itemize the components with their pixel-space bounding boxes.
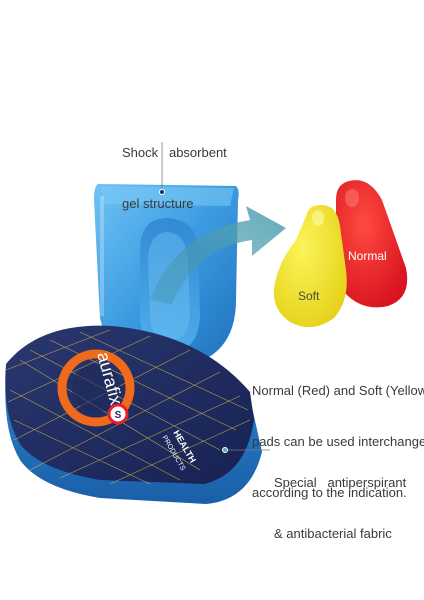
gel-callout-line1: Shock absorbent — [122, 145, 227, 160]
printed-insole: S aurafix HEALTH PRODUCTS — [5, 325, 262, 504]
soft-gel-pad — [273, 204, 347, 328]
gel-structure-callout: Shock absorbent gel structure — [122, 110, 227, 246]
fabric-callout-leader — [222, 447, 270, 453]
fabric-callout-line1: Special antiperspirant — [274, 475, 407, 490]
size-badge: S — [115, 410, 122, 421]
pads-callout: Normal (Red) and Soft (Yellow) gel pads … — [252, 348, 424, 535]
fabric-callout: Special antiperspirant & antibacterial f… — [274, 440, 406, 576]
pads-callout-line3: according to the indication. — [252, 485, 407, 500]
fabric-callout-line2: & antibacterial fabric — [274, 526, 392, 541]
brand-ring — [57, 349, 135, 427]
normal-gel-pad — [335, 180, 408, 308]
gel-callout-line2: gel structure — [122, 196, 194, 211]
pads-callout-line1: Normal (Red) and Soft (Yellow) gel — [252, 383, 424, 398]
normal-pad-label: Normal — [348, 249, 387, 263]
soft-pad-label: Soft — [298, 289, 320, 303]
curved-arrow-icon — [150, 206, 286, 304]
gel-callout-leader — [159, 142, 165, 195]
size-badge-circle — [107, 403, 129, 425]
pads-callout-line2: pads can be used interchangeably — [252, 434, 424, 449]
